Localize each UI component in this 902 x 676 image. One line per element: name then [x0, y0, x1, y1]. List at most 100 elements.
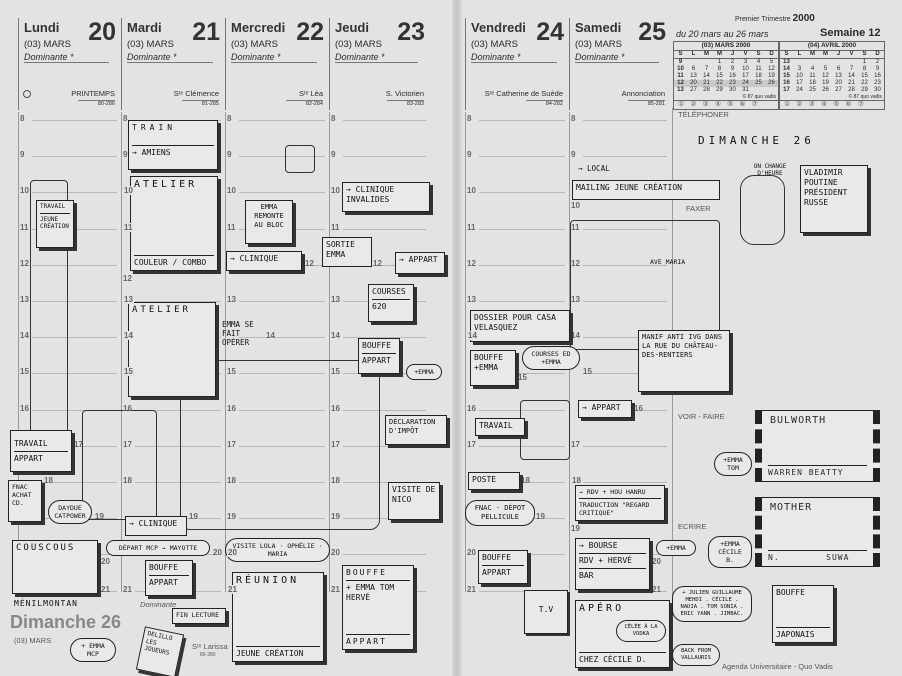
- hour-label: 13: [331, 295, 340, 304]
- hour-label: 9: [467, 150, 472, 160]
- weekday-header: M: [713, 51, 726, 59]
- hour-line: [343, 156, 426, 158]
- calendar-day: 17: [742, 73, 749, 79]
- calendar-day: 22: [861, 80, 868, 86]
- calendar-day: 8: [717, 66, 722, 72]
- week-number: 11: [677, 73, 684, 79]
- hour-label: 10: [571, 201, 580, 211]
- hour-line: [479, 445, 565, 447]
- calendar-day: 15: [716, 73, 723, 79]
- hour-label: 15: [123, 367, 134, 377]
- hour-line: [32, 482, 117, 483]
- calendar-day: [687, 59, 700, 67]
- hour-line: [239, 518, 325, 520]
- note-dimanche: DIMANCHE 26: [698, 134, 815, 147]
- hour-label: 15: [518, 373, 527, 383]
- note-text: 620: [372, 299, 410, 312]
- note-visite-lola: VISITE LOLA · OPHÉLIE · MARIA: [225, 538, 330, 563]
- calendar-day: 12: [768, 66, 775, 72]
- tv-sketch: T.V: [524, 590, 568, 634]
- note-text: TRAVAIL: [14, 439, 48, 448]
- note-poutine: VLADIMIR POUTINE PRÉSIDENT RUSSE: [800, 165, 868, 233]
- calendar-day: 5: [823, 66, 828, 72]
- hour-line: [239, 156, 325, 158]
- calendar-day: 9: [875, 66, 880, 72]
- hour-line: [239, 301, 325, 302]
- calendar-day: 19: [768, 73, 775, 79]
- hour-label: 15: [227, 367, 236, 377]
- hour-label: 15: [331, 367, 340, 377]
- hour-label: 11: [227, 222, 236, 232]
- section-ecrire: ECRIRE: [678, 522, 707, 531]
- hour-label: 17: [467, 439, 476, 449]
- hour-label: 21: [101, 584, 110, 594]
- note-emma-mcp: + EMMA MCP: [70, 638, 116, 663]
- day-saint: Sᵗᵉ Léa: [298, 89, 323, 98]
- week-number: 10: [677, 66, 684, 72]
- hour-label: 19: [95, 512, 104, 522]
- hour-label: 16: [331, 403, 340, 413]
- hour-line: [135, 301, 221, 302]
- hour-label: 12: [467, 258, 476, 268]
- column-divider: [329, 112, 330, 592]
- trimestre: Premier Trimestre: [735, 16, 791, 23]
- hour-label: 10: [20, 186, 29, 196]
- weekday-header: S: [780, 51, 793, 59]
- column-divider: [18, 112, 19, 592]
- hour-label: 19: [536, 512, 545, 522]
- day-saint: S. Victorien: [385, 89, 424, 98]
- hour-label: 21: [331, 584, 340, 594]
- note-text: BOUFFE: [482, 553, 511, 562]
- note-text: APPART: [14, 451, 68, 464]
- note-text: CHEZ CÉCILE D.: [579, 652, 666, 665]
- note-text: BOUFFE: [474, 353, 503, 362]
- hour-label: 8: [571, 114, 576, 123]
- hour-label: 15: [20, 367, 29, 377]
- calendar-day: [765, 87, 778, 94]
- hour-line: [343, 482, 426, 483]
- hour-label: 18: [123, 476, 132, 485]
- copyright: © 87 quo vadis: [848, 94, 882, 100]
- calendar-day: 25: [752, 80, 765, 87]
- note-text: APPART: [362, 353, 396, 366]
- calendar-day: 4: [810, 66, 815, 72]
- note-emma-bloc: EMMA REMONTE AU BLOC: [245, 200, 293, 244]
- day-saint: Sᵗᵉ Clémence: [173, 89, 219, 98]
- hour-label: 16: [20, 403, 29, 413]
- note-mailing: MAILING JEUNE CRÉATION: [572, 180, 720, 200]
- note-text: → BOURSE: [579, 541, 618, 550]
- week-number: 17: [783, 87, 790, 93]
- weekday-circles: ①②③④⑤⑥⑦: [674, 100, 778, 109]
- weekday-header: J: [726, 51, 739, 59]
- hour-label: 18: [331, 476, 340, 485]
- calendar-title: (04) AVRIL 2000: [780, 42, 884, 51]
- calendar-day: 27: [835, 87, 842, 93]
- week-number: 13: [783, 59, 790, 65]
- note-emma-tom: +EMMA TOM: [714, 452, 752, 477]
- hospital-bed-sketch: [180, 360, 380, 530]
- week-number: 15: [783, 73, 790, 79]
- weekday-header: M: [819, 51, 832, 59]
- hour-line: [479, 156, 565, 158]
- note-text: → RDV + HOU HANRU: [579, 488, 646, 496]
- hour-label: 13: [20, 295, 29, 304]
- note-appart: → APPART: [395, 252, 445, 274]
- hour-label: 17: [571, 439, 580, 449]
- note-change-heure: ON CHANGE D'HEURE: [753, 163, 787, 177]
- hour-label: 21: [652, 584, 661, 594]
- hour-line: [343, 120, 426, 121]
- book-sketch: DELILLO LES JOUEURS: [135, 626, 185, 676]
- hour-line: [135, 409, 221, 411]
- hour-label: 17: [331, 439, 340, 449]
- sunday-dominante: Dominante: [140, 600, 177, 609]
- hour-label: 20: [331, 548, 340, 558]
- hour-label: 14: [20, 331, 29, 341]
- hour-label: 19: [571, 524, 580, 534]
- note-text: → AMIENS: [132, 145, 214, 158]
- hour-label: 11: [123, 222, 134, 232]
- day-code: 82-284: [285, 100, 323, 107]
- hour-line: [32, 445, 117, 447]
